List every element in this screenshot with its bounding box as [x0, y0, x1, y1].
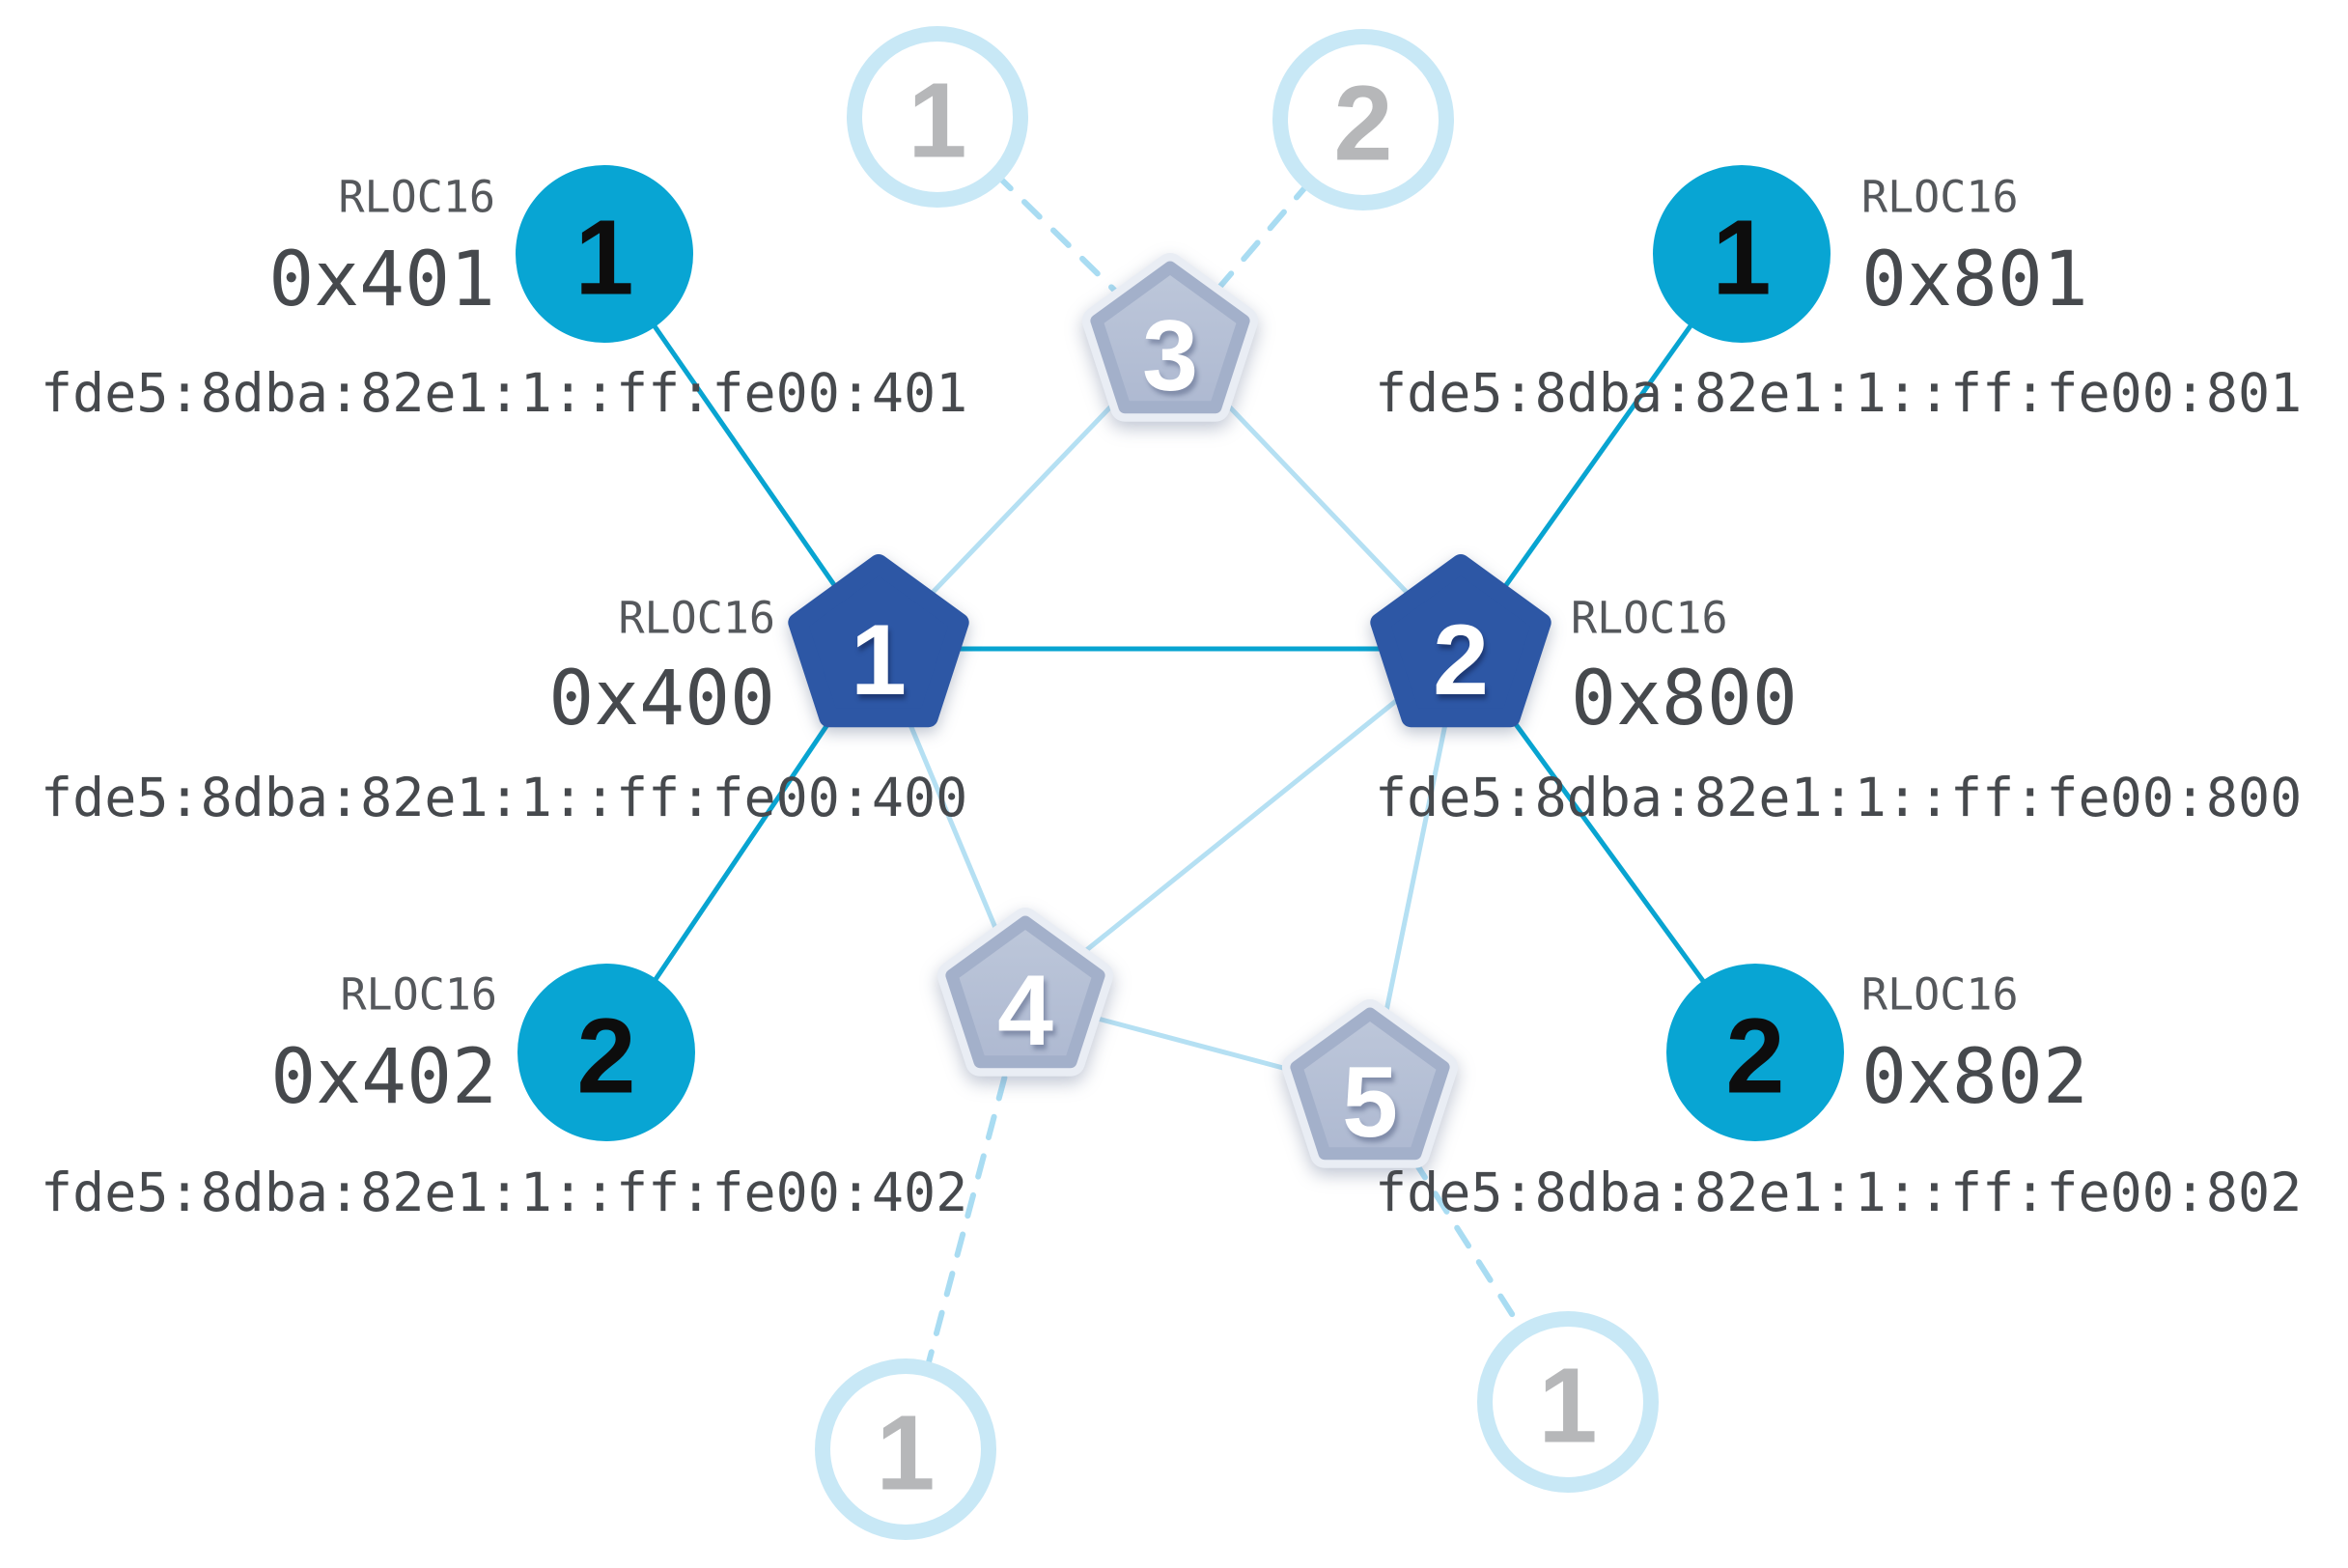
- router-pentagon: [1370, 554, 1551, 728]
- rloc16-value-router2: 0x800: [1571, 656, 1798, 742]
- rloc16-label-ed802: RLOC16: [1861, 969, 2019, 1021]
- end-device-circle: [1272, 29, 1454, 210]
- end-device-circle: [516, 165, 693, 343]
- router-number: 4: [997, 955, 1053, 1067]
- rloc16-value-router1: 0x400: [548, 656, 775, 742]
- end-device-faded-bottom-left: 1: [815, 1358, 996, 1540]
- end-device-0x801: 1: [1653, 165, 1831, 343]
- router-1-node: 1: [788, 554, 969, 728]
- ipv6-address-ed802: fde5:8dba:82e1:1::ff:fe00:802: [1375, 1162, 2302, 1223]
- ipv6-address-router2: fde5:8dba:82e1:1::ff:fe00:800: [1375, 767, 2302, 828]
- router-number: 5: [1342, 1047, 1398, 1159]
- router-5-node: 5: [1281, 999, 1459, 1168]
- router-pentagon: [945, 915, 1105, 1069]
- end-device-number: 1: [908, 62, 966, 181]
- router-2-node: 2: [1370, 554, 1551, 728]
- rloc16-value-ed402: 0x402: [270, 1034, 497, 1121]
- end-device-faded-bottom-right: 1: [1477, 1311, 1659, 1493]
- rloc16-value-ed801: 0x801: [1861, 237, 2088, 323]
- end-device-circle: [517, 964, 695, 1141]
- end-device-circle: [1666, 964, 1844, 1141]
- end-device-circle: [1653, 165, 1831, 343]
- end-device-0x402: 2: [517, 964, 695, 1141]
- end-device-number: 1: [574, 199, 633, 318]
- ipv6-address-ed402: fde5:8dba:82e1:1::ff:fe00:402: [41, 1162, 967, 1223]
- end-device-number: 1: [876, 1394, 935, 1513]
- router-pentagon: [1290, 1007, 1450, 1161]
- end-device-faded-top-1: 1: [847, 26, 1028, 208]
- rloc16-label-ed801: RLOC16: [1861, 172, 2019, 223]
- link-router2-router4: [1023, 647, 1463, 1001]
- ipv6-address-ed401: fde5:8dba:82e1:1::ff:fe00:401: [41, 362, 967, 424]
- rloc16-label-ed402: RLOC16: [340, 969, 497, 1021]
- router-pentagon: [1090, 261, 1250, 414]
- end-device-number: 1: [1538, 1347, 1597, 1466]
- end-device-number: 2: [1725, 997, 1784, 1116]
- ipv6-address-ed801: fde5:8dba:82e1:1::ff:fe00:801: [1375, 362, 2302, 424]
- router-number: 3: [1142, 300, 1198, 412]
- end-device-number: 2: [576, 997, 635, 1116]
- rloc16-label-router1: RLOC16: [618, 593, 775, 644]
- rloc16-label-ed401: RLOC16: [338, 172, 495, 223]
- router-3-node: 3: [1081, 253, 1259, 422]
- end-device-circle: [1477, 1311, 1659, 1493]
- end-device-faded-top-2: 2: [1272, 29, 1454, 210]
- rloc16-value-ed401: 0x401: [268, 237, 495, 323]
- router-number: 1: [851, 604, 907, 716]
- router-number: 2: [1433, 604, 1489, 716]
- end-device-circle: [815, 1358, 996, 1540]
- rloc16-value-ed802: 0x802: [1861, 1034, 2088, 1121]
- router-pentagon: [788, 554, 969, 728]
- end-device-number: 1: [1712, 199, 1771, 318]
- end-device-0x401: 1: [516, 165, 693, 343]
- end-device-circle: [847, 26, 1028, 208]
- end-device-0x802: 2: [1666, 964, 1844, 1141]
- end-device-number: 2: [1333, 65, 1392, 183]
- rloc16-label-router2: RLOC16: [1571, 593, 1728, 644]
- ipv6-address-router1: fde5:8dba:82e1:1::ff:fe00:400: [41, 767, 967, 828]
- router-4-node: 4: [936, 908, 1114, 1077]
